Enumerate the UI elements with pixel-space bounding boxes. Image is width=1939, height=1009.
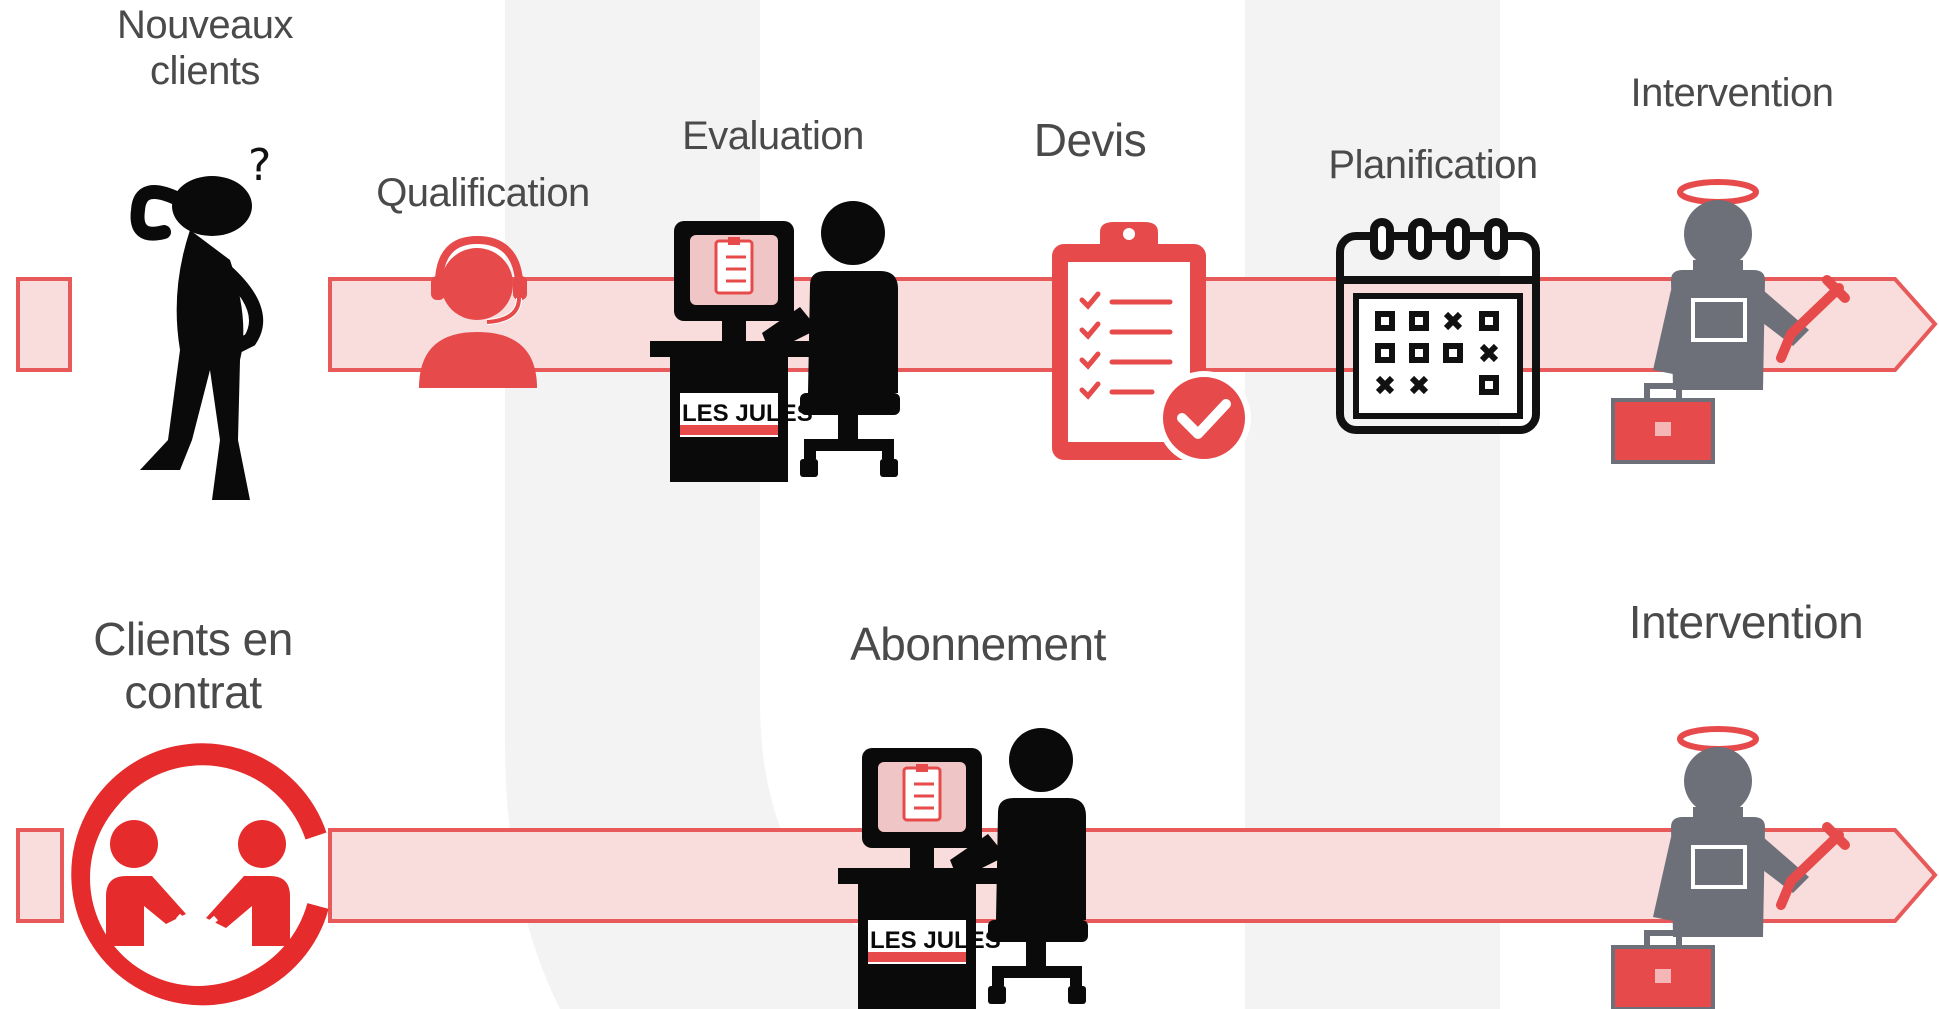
calendar-icon — [1336, 218, 1540, 434]
svg-text:?: ? — [248, 140, 271, 191]
svg-text:LES JULES: LES JULES — [682, 400, 813, 427]
label-evaluation: Evaluation — [682, 114, 864, 158]
label-clients-en-contrat: Clients en contrat — [93, 613, 293, 718]
desk-operator-icon: LES JULES — [838, 728, 1088, 1009]
handshake-icon — [71, 743, 329, 1006]
clipboard-check-icon — [1052, 222, 1251, 465]
headset-operator-icon — [419, 235, 537, 388]
label-qualification: Qualification — [376, 171, 590, 215]
label-abonnement: Abonnement — [850, 618, 1106, 670]
label-nouveaux-clients: Nouveaux clients — [116, 3, 294, 93]
label-devis: Devis — [1033, 114, 1147, 166]
desk-operator-icon: LES JULES — [650, 201, 900, 482]
label-intervention-bottom: Intervention — [1628, 596, 1864, 648]
label-intervention-top: Intervention — [1630, 71, 1834, 115]
confused-person-icon: ? — [130, 140, 271, 500]
technician-icon — [1611, 179, 1850, 464]
technician-icon — [1611, 726, 1850, 1009]
label-planification: Planification — [1328, 143, 1538, 187]
svg-text:LES JULES: LES JULES — [870, 927, 1001, 954]
